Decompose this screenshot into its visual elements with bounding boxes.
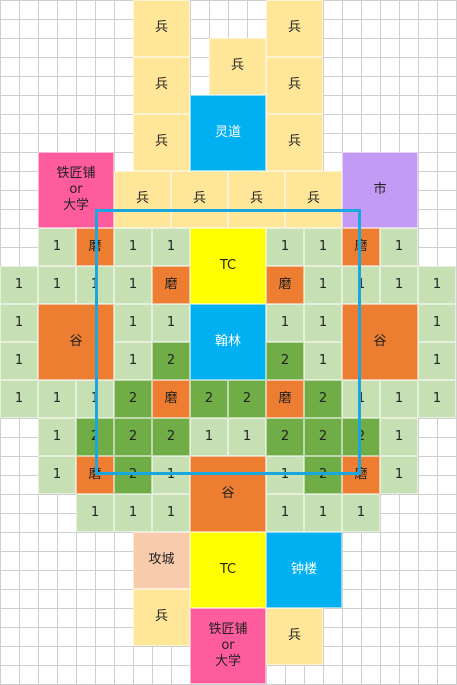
tile-light-green: 1 (0, 304, 38, 342)
tile-dark-green: 2 (266, 418, 304, 456)
tile-light-green: 1 (418, 342, 456, 380)
tile-light-green: 1 (228, 418, 266, 456)
tile-light-green: 1 (114, 494, 152, 532)
tile-dark-green: 2 (114, 456, 152, 494)
tile-light-green: 1 (266, 304, 304, 342)
tile-light-green: 1 (380, 380, 418, 418)
tile-orange: 磨 (266, 266, 304, 304)
tile-light-green: 1 (190, 418, 228, 456)
tile-pink: 铁匠铺 or 大学 (38, 152, 114, 228)
tile-soldier: 兵 (266, 57, 323, 114)
tile-light-green: 1 (342, 494, 380, 532)
tile-light-green: 1 (304, 228, 342, 266)
tile-light-green: 1 (304, 494, 342, 532)
tile-orange: 磨 (266, 380, 304, 418)
tile-dark-green: 2 (304, 418, 342, 456)
tile-blue: 钟楼 (266, 532, 342, 608)
tile-dark-green: 2 (114, 380, 152, 418)
tile-orange: 谷 (190, 456, 266, 532)
tile-light-green: 1 (114, 228, 152, 266)
tile-light-green: 1 (304, 342, 342, 380)
tile-light-green: 1 (418, 380, 456, 418)
tile-purple: 市 (342, 152, 418, 228)
tile-light-green: 1 (380, 228, 418, 266)
tile-blue: 翰林 (190, 304, 266, 380)
tile-light-green: 1 (38, 456, 76, 494)
tile-light-green: 1 (304, 266, 342, 304)
tile-soldier: 兵 (266, 608, 323, 665)
tile-orange: 磨 (76, 228, 114, 266)
tile-light-green: 1 (380, 266, 418, 304)
tile-light-green: 1 (380, 456, 418, 494)
tile-light-green: 1 (266, 228, 304, 266)
tile-orange: 磨 (76, 456, 114, 494)
tile-light-green: 1 (76, 494, 114, 532)
tile-light-green: 1 (266, 456, 304, 494)
tile-light-green: 1 (38, 266, 76, 304)
tile-dark-green: 2 (304, 380, 342, 418)
tile-dark-green: 2 (266, 342, 304, 380)
tile-soldier: 兵 (133, 589, 190, 646)
tile-light-green: 1 (152, 228, 190, 266)
tile-dark-green: 2 (152, 418, 190, 456)
tile-soldier: 兵 (228, 171, 285, 228)
tile-light-green: 1 (152, 456, 190, 494)
tile-light-green: 1 (342, 266, 380, 304)
tile-yellow: TC (190, 228, 266, 304)
tile-light-green: 1 (114, 304, 152, 342)
tile-dark-green: 2 (190, 380, 228, 418)
tile-light-green: 1 (0, 342, 38, 380)
tile-light-green: 1 (114, 266, 152, 304)
tile-light-green: 1 (152, 494, 190, 532)
tile-soldier: 兵 (114, 171, 171, 228)
tile-dark-green: 2 (76, 418, 114, 456)
tile-light-green: 1 (0, 266, 38, 304)
tile-light-green: 1 (418, 266, 456, 304)
tile-light-green: 1 (304, 304, 342, 342)
tile-dark-green: 2 (228, 380, 266, 418)
tile-soldier: 兵 (209, 38, 266, 95)
tile-soldier: 兵 (266, 0, 323, 57)
tile-soldier: 兵 (171, 171, 228, 228)
tile-soldier: 兵 (266, 114, 323, 171)
tile-light-green: 1 (418, 304, 456, 342)
tile-light-green: 1 (0, 380, 38, 418)
tile-dark-green: 2 (304, 456, 342, 494)
tile-dark-green: 2 (114, 418, 152, 456)
tile-orange: 磨 (342, 456, 380, 494)
tile-light-green: 1 (152, 304, 190, 342)
tile-orange: 谷 (342, 304, 418, 380)
tile-light-green: 1 (266, 494, 304, 532)
tile-soldier: 兵 (133, 0, 190, 57)
tile-dark-green: 2 (152, 342, 190, 380)
tile-soldier: 兵 (133, 57, 190, 114)
tile-light-green: 1 (38, 228, 76, 266)
tile-blue: 灵道 (190, 95, 266, 171)
tile-light-green: 1 (342, 380, 380, 418)
tile-light-green: 1 (38, 380, 76, 418)
tile-light-green: 1 (114, 342, 152, 380)
tile-soldier: 兵 (133, 114, 190, 171)
tile-orange: 磨 (342, 228, 380, 266)
tile-light-green: 1 (380, 418, 418, 456)
tile-pink: 铁匠铺 or 大学 (190, 608, 266, 684)
tile-dark-green: 2 (342, 418, 380, 456)
tile-orange: 磨 (152, 266, 190, 304)
tile-light-green: 1 (76, 266, 114, 304)
tile-light-green: 1 (38, 418, 76, 456)
tile-light-green: 1 (76, 380, 114, 418)
tile-peach: 攻城 (133, 532, 190, 589)
tile-orange: 谷 (38, 304, 114, 380)
tile-orange: 磨 (152, 380, 190, 418)
tile-soldier: 兵 (285, 171, 342, 228)
tile-yellow: TC (190, 532, 266, 608)
